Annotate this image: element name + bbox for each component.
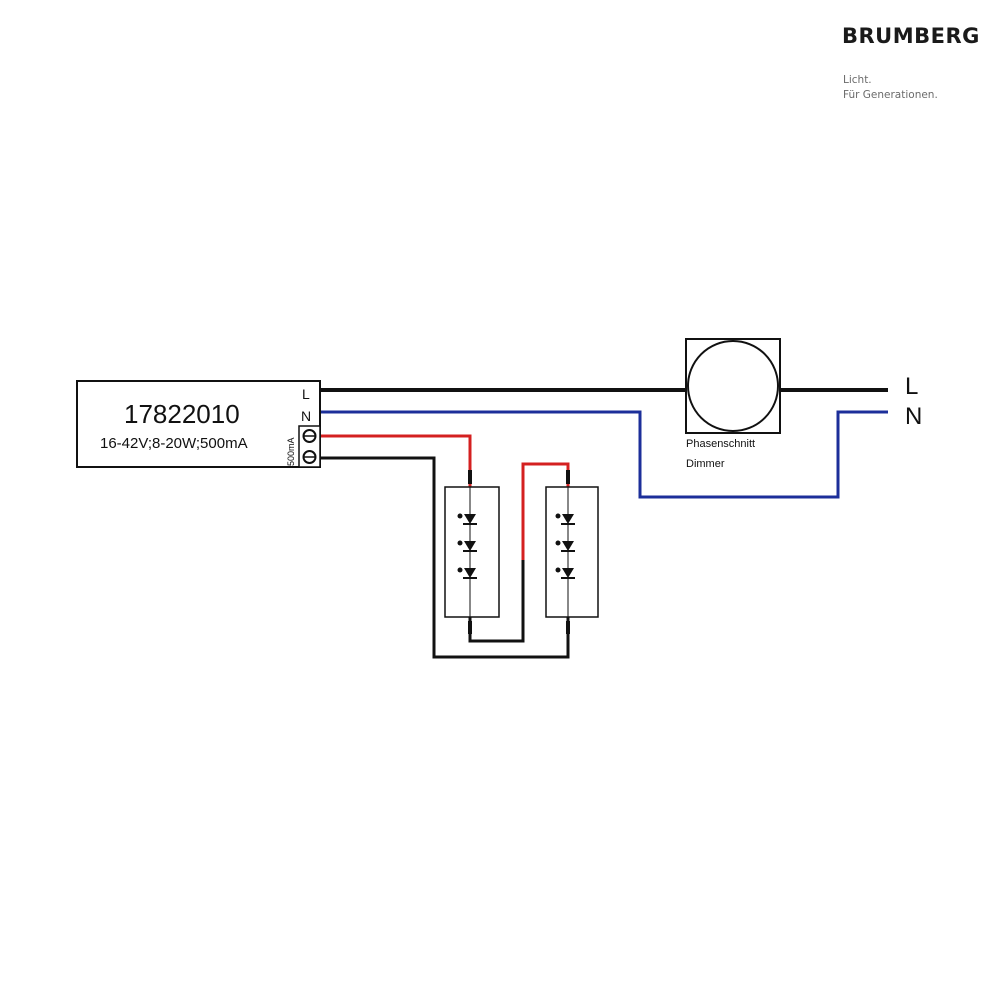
driver-spec: 16-42V;8-20W;500mA xyxy=(100,435,248,452)
driver-terminal-L: L xyxy=(302,386,310,402)
positive-output-wire xyxy=(320,434,472,487)
driver-output-label: 500mA xyxy=(286,437,296,466)
brand-tagline-line-1: Licht. xyxy=(843,74,872,86)
led-diode-icon xyxy=(555,567,575,579)
brand-name: BRUMBERG xyxy=(842,24,980,48)
brand-logo: BRUMBERG Licht. Für Generationen. xyxy=(822,14,980,106)
driver-model: 17822010 xyxy=(124,399,240,429)
driver-housing xyxy=(76,380,321,468)
brand-tagline-line-2: Für Generationen. xyxy=(843,89,938,101)
led-diode-icon xyxy=(555,513,575,525)
led-diode-icon xyxy=(457,540,477,552)
led-diode-icon xyxy=(457,567,477,579)
negative-output-wire xyxy=(320,456,570,659)
dimmer-label-line-1: Phasenschnitt xyxy=(686,438,755,450)
neutral-wire xyxy=(320,410,888,499)
led-driver: 17822010 16-42V;8-20W;500mA L N 500mA xyxy=(76,380,321,468)
led-diode-icon xyxy=(457,513,477,525)
phase-cut-dimmer: Phasenschnitt Dimmer xyxy=(685,338,781,470)
led-module-1 xyxy=(444,486,500,618)
mains-L-label: L xyxy=(905,373,918,400)
led-module-2 xyxy=(545,486,599,618)
module-connectors xyxy=(468,470,570,634)
dimmer-label-line-2: Dimmer xyxy=(686,458,725,470)
led-diode-icon xyxy=(555,540,575,552)
mains-N-label: N xyxy=(905,403,922,430)
wires xyxy=(320,388,888,659)
dimmer-knob xyxy=(687,340,779,432)
driver-terminal-N: N xyxy=(301,408,311,424)
